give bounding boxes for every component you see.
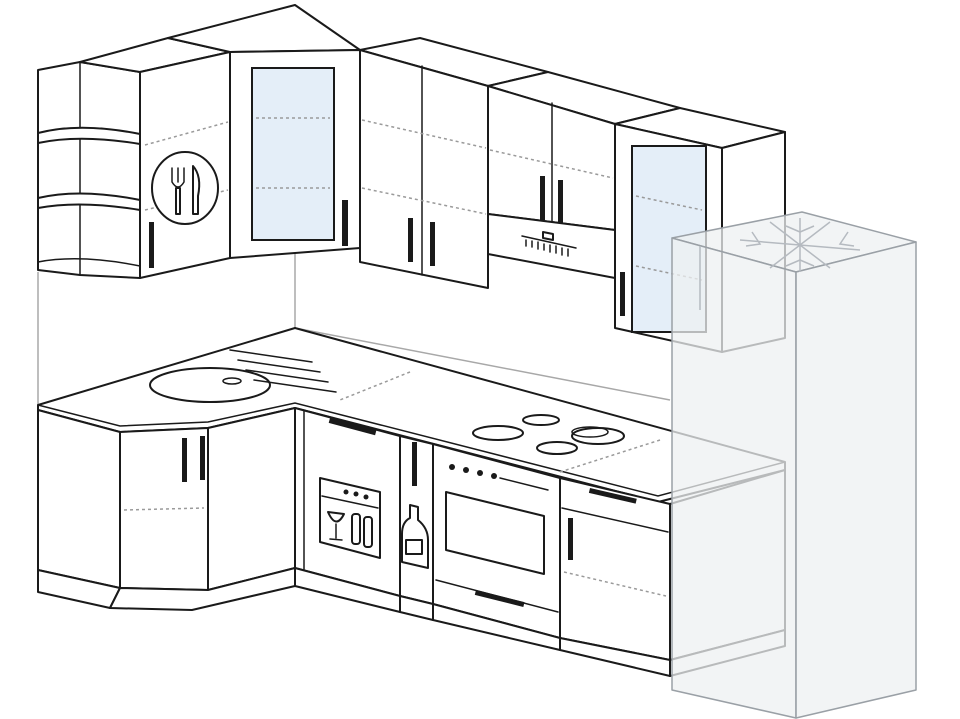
oven [432,443,561,651]
wine-glass-icon [327,511,345,541]
cabinet-handle [568,518,573,560]
upper-cabinet-left [79,37,231,279]
cooktop [472,414,625,455]
lower-corner-cabinet [109,407,296,611]
cabinet-handle [430,222,435,266]
dishwasher-handle [328,418,377,436]
cabinet-handle [342,200,348,246]
cabinet-handle [408,218,413,262]
snowflake-icon [739,218,861,272]
cabinet-handle [182,438,187,482]
refrigerator [671,211,917,719]
cabinet-handle [412,442,417,486]
range-hood-icon [521,231,577,257]
cabinet-handle [558,180,563,224]
plate-icon [363,516,373,548]
fork-knife-icon [151,151,219,225]
lower-cabinet-left [37,409,121,609]
dishwasher [294,407,401,613]
drawer-handle [588,488,637,504]
bottle-icon [401,504,429,569]
cabinet-handle [540,176,545,220]
cabinet-handle [149,222,154,268]
bottle-cabinet [399,435,434,621]
oven-handle [474,590,525,607]
open-shelf-unit [37,61,141,279]
cabinet-handle [620,272,625,316]
upper-cabinet-double [359,37,549,289]
glass-panel [251,67,335,241]
plate-icon [351,513,361,545]
back-wall-lines [37,250,671,405]
cabinet-handle [200,436,205,480]
upper-corner-cabinet [167,4,361,259]
sink [149,349,337,403]
